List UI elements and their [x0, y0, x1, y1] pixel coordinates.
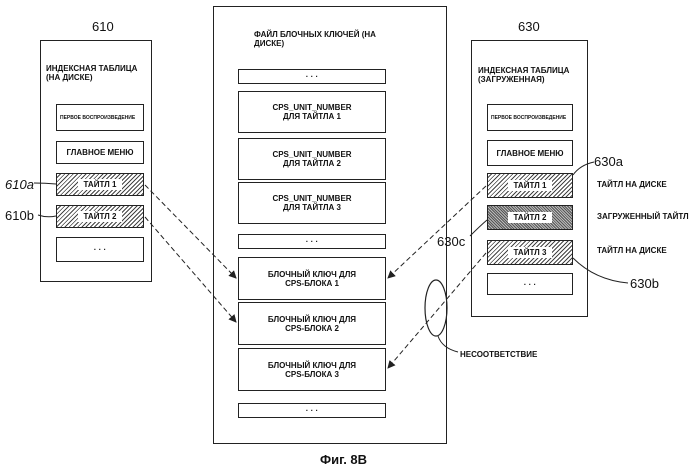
leader-630c: [470, 220, 487, 236]
arrow-dl-title3-to-key3: [388, 253, 486, 368]
leader-610b: [38, 215, 56, 217]
arrow-title2-to-key2: [145, 217, 236, 322]
leader-630a: [573, 162, 594, 175]
leader-630b: [573, 258, 628, 283]
arrow-dl-title1-to-key1: [388, 186, 486, 278]
arrow-title1-to-key1: [145, 185, 236, 278]
leader-mismatch: [438, 336, 458, 352]
leader-610a: [34, 183, 56, 184]
mismatch-ellipse: [425, 280, 447, 336]
